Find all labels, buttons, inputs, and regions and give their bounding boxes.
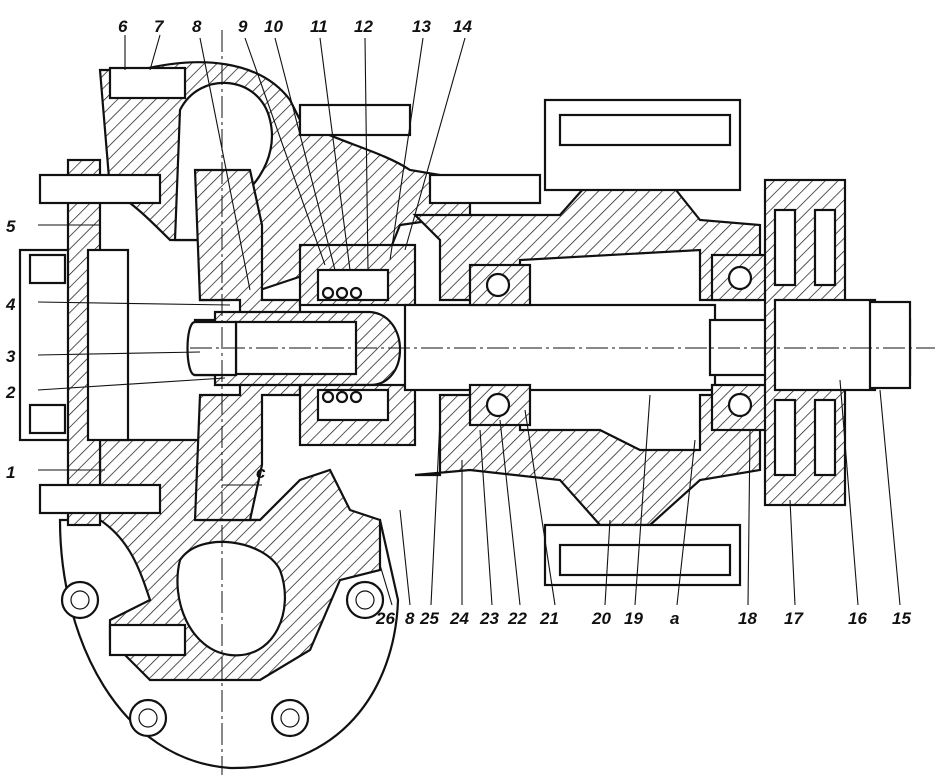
label-5: 5 bbox=[6, 217, 16, 236]
label-2: 2 bbox=[5, 383, 16, 402]
labels-bottom: 26 8 25 24 23 22 21 20 19 a 18 17 16 15 bbox=[375, 609, 911, 628]
label-17: 17 bbox=[784, 609, 804, 628]
label-20: 20 bbox=[591, 609, 611, 628]
label-14: 14 bbox=[453, 17, 472, 36]
coupling bbox=[763, 178, 912, 507]
label-1: 1 bbox=[6, 463, 15, 482]
label-12: 12 bbox=[354, 17, 373, 36]
ball-bearings bbox=[468, 253, 769, 432]
label-10: 10 bbox=[264, 17, 283, 36]
center-lines bbox=[190, 30, 935, 775]
label-18: 18 bbox=[738, 609, 757, 628]
label-23: 23 bbox=[479, 609, 499, 628]
label-19: 19 bbox=[624, 609, 643, 628]
flange-nuts bbox=[60, 580, 385, 738]
label-21: 21 bbox=[539, 609, 559, 628]
label-24: 24 bbox=[449, 609, 469, 628]
label-11: 11 bbox=[310, 17, 328, 36]
leader-lines bbox=[37, 34, 901, 606]
label-8-bottom: 8 bbox=[405, 609, 415, 628]
label-4: 4 bbox=[5, 295, 16, 314]
label-22: 22 bbox=[507, 609, 527, 628]
label-15: 15 bbox=[892, 609, 911, 628]
clearance-c-label: c bbox=[256, 463, 266, 482]
seal-assembly bbox=[298, 243, 417, 447]
label-8-top: 8 bbox=[192, 17, 202, 36]
label-26: 26 bbox=[375, 609, 395, 628]
label-13: 13 bbox=[412, 17, 431, 36]
bolts bbox=[28, 66, 732, 657]
label-6: 6 bbox=[118, 17, 128, 36]
labels-left: 5 4 3 2 1 bbox=[5, 217, 16, 482]
label-16: 16 bbox=[848, 609, 867, 628]
label-25: 25 bbox=[419, 609, 439, 628]
label-7: 7 bbox=[154, 17, 165, 36]
label-3: 3 bbox=[6, 347, 16, 366]
clearance-c-marker: c bbox=[222, 463, 266, 486]
labels-top: 6 7 8 9 10 11 12 13 14 bbox=[118, 17, 472, 36]
label-9: 9 bbox=[238, 17, 248, 36]
label-a: a bbox=[670, 609, 679, 628]
